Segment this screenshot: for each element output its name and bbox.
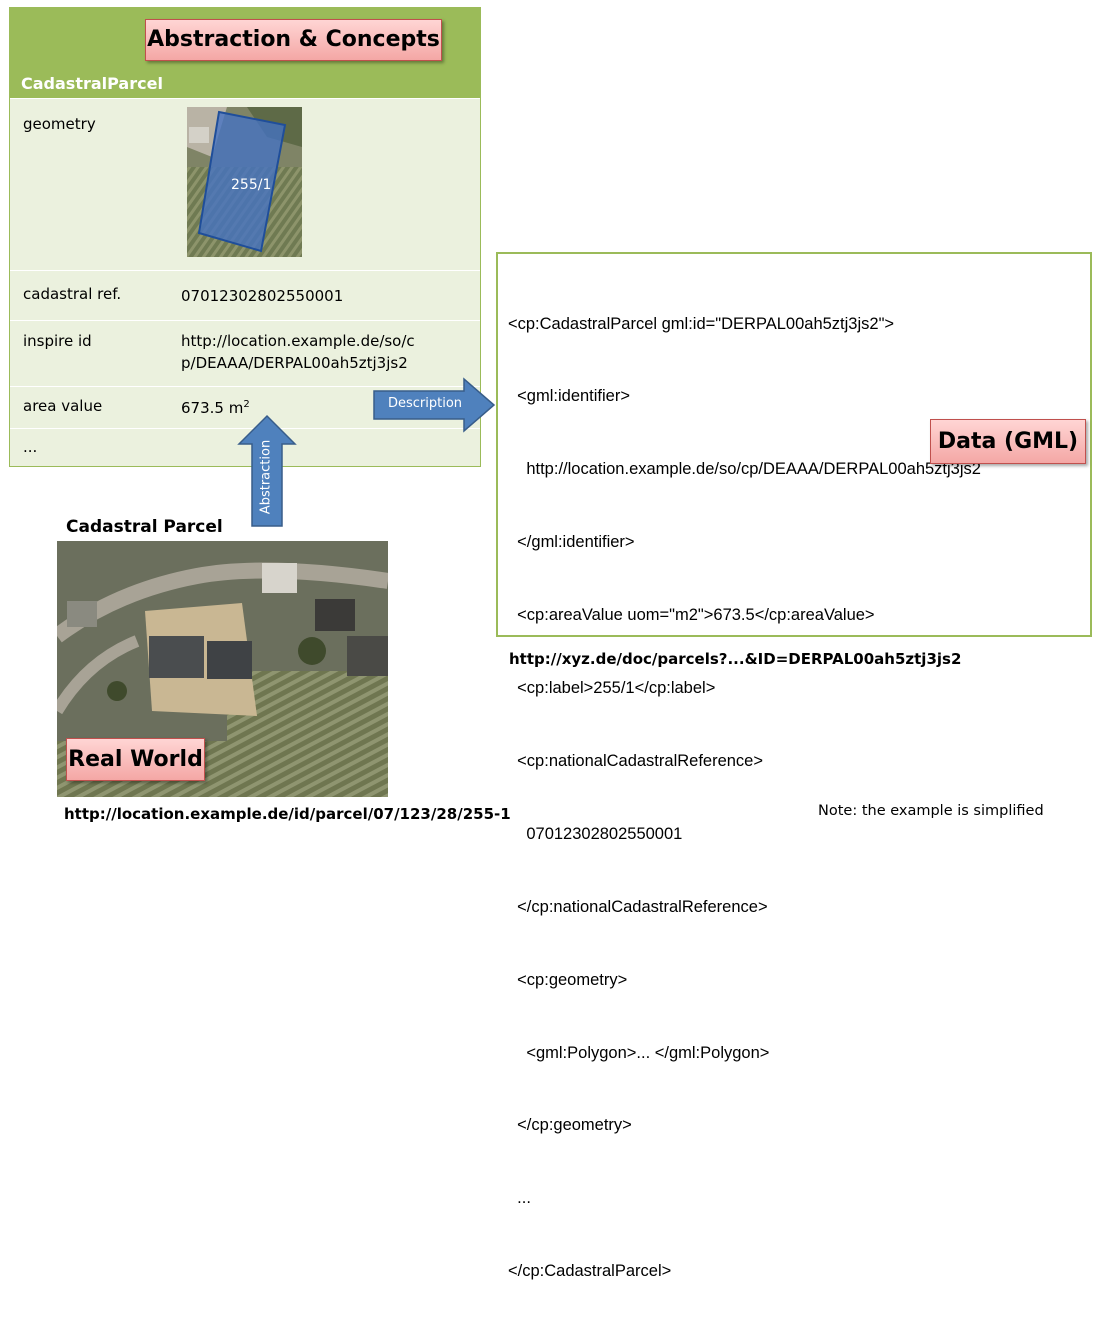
gml-line: </cp:geometry> <box>508 1116 632 1135</box>
geometry-thumbnail: 255/1 <box>187 107 302 257</box>
simplification-note: Note: the example is simplified <box>818 803 1044 819</box>
description-arrow <box>373 377 496 433</box>
ellipsis-label: ... <box>23 438 38 456</box>
gml-line: <cp:areaValue uom="m2">673.5</cp:areaVal… <box>508 606 875 625</box>
cadastral-ref-value: 07012302802550001 <box>181 287 344 305</box>
description-arrow-label: Description <box>387 396 463 411</box>
gml-line: http://location.example.de/so/cp/DEAAA/D… <box>508 460 981 479</box>
row-cadastral-ref: cadastral ref. 07012302802550001 <box>10 270 480 320</box>
gml-line: <cp:nationalCadastralReference> <box>508 751 763 770</box>
inspire-id-label: inspire id <box>23 332 92 350</box>
gml-line: <gml:identifier> <box>508 387 630 406</box>
gml-lines: <cp:CadastralParcel gml:id="DERPAL00ah5z… <box>508 263 981 1332</box>
row-ellipsis: ... <box>10 428 480 468</box>
document-url: http://xyz.de/doc/parcels?...&ID=DERPAL0… <box>509 650 962 668</box>
gml-line: 07012302802550001 <box>508 824 683 843</box>
gml-line: <cp:CadastralParcel gml:id="DERPAL00ah5z… <box>508 314 895 333</box>
inspire-id-value: http://location.example.de/so/c p/DEAAA/… <box>181 330 481 374</box>
gml-line: </cp:nationalCadastralReference> <box>508 897 768 916</box>
class-name: CadastralParcel <box>21 74 163 93</box>
area-value-label: area value <box>23 397 103 415</box>
parcel-label: 255/1 <box>231 177 271 193</box>
real-world-callout: Real World <box>66 738 205 781</box>
parcel-polygon <box>197 110 287 253</box>
gml-line: <gml:Polygon>... </gml:Polygon> <box>508 1043 770 1062</box>
gml-line: </gml:identifier> <box>508 533 635 552</box>
row-geometry: geometry 255/1 <box>10 98 480 270</box>
model-panel: CadastralParcel geometry 255/1 cadastral… <box>9 7 481 467</box>
real-world-url: http://location.example.de/id/parcel/07/… <box>64 805 511 823</box>
data-gml-callout: Data (GML) <box>930 419 1086 464</box>
row-inspire-id: inspire id http://location.example.de/so… <box>10 320 480 386</box>
geometry-label: geometry <box>23 115 96 133</box>
area-value: 673.5 m2 <box>181 397 250 419</box>
real-world-title: Cadastral Parcel <box>66 517 223 537</box>
inspire-id-line-1: http://location.example.de/so/c <box>181 332 415 350</box>
gml-line: <cp:geometry> <box>508 970 628 989</box>
row-area-value: area value 673.5 m2 <box>10 386 480 428</box>
gml-line: ... <box>508 1189 531 1208</box>
cadastral-ref-label: cadastral ref. <box>23 285 122 303</box>
gml-line: <cp:label>255/1</cp:label> <box>508 679 716 698</box>
area-number: 673.5 m <box>181 399 244 417</box>
inspire-id-line-2: p/DEAAA/DERPAL00ah5ztj3js2 <box>181 354 408 372</box>
area-unit-exponent: 2 <box>243 399 250 410</box>
gml-line: </cp:CadastralParcel> <box>508 1262 672 1281</box>
abstraction-arrow-label: Abstraction <box>258 439 274 515</box>
abstraction-arrow <box>237 414 297 527</box>
abstraction-concepts-callout: Abstraction & Concepts <box>145 19 442 61</box>
